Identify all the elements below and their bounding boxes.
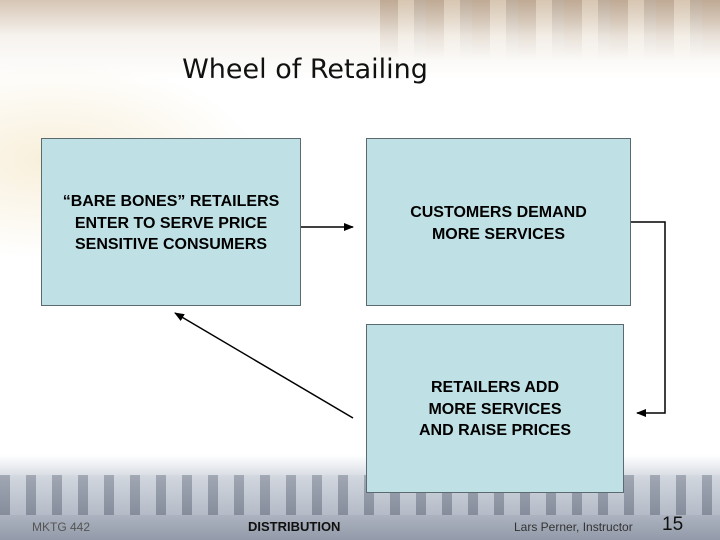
background-top-photo — [0, 0, 720, 80]
box-customers-demand: CUSTOMERS DEMAND MORE SERVICES — [366, 138, 631, 306]
arrow-box3-to-box1 — [174, 312, 354, 419]
footer-page-number: 15 — [662, 514, 684, 535]
box-retailers-add-services: RETAILERS ADD MORE SERVICES AND RAISE PR… — [366, 324, 624, 493]
arrow-box2-to-box3 — [631, 221, 666, 417]
footer-author: Lars Perner, Instructor — [514, 520, 633, 534]
slide-title: Wheel of Retailing — [182, 54, 428, 85]
footer-course: MKTG 442 — [32, 520, 91, 534]
footer-topic: DISTRIBUTION — [248, 519, 341, 534]
box-bare-bones-retailers: “BARE BONES” RETAILERS ENTER TO SERVE PR… — [41, 138, 301, 306]
